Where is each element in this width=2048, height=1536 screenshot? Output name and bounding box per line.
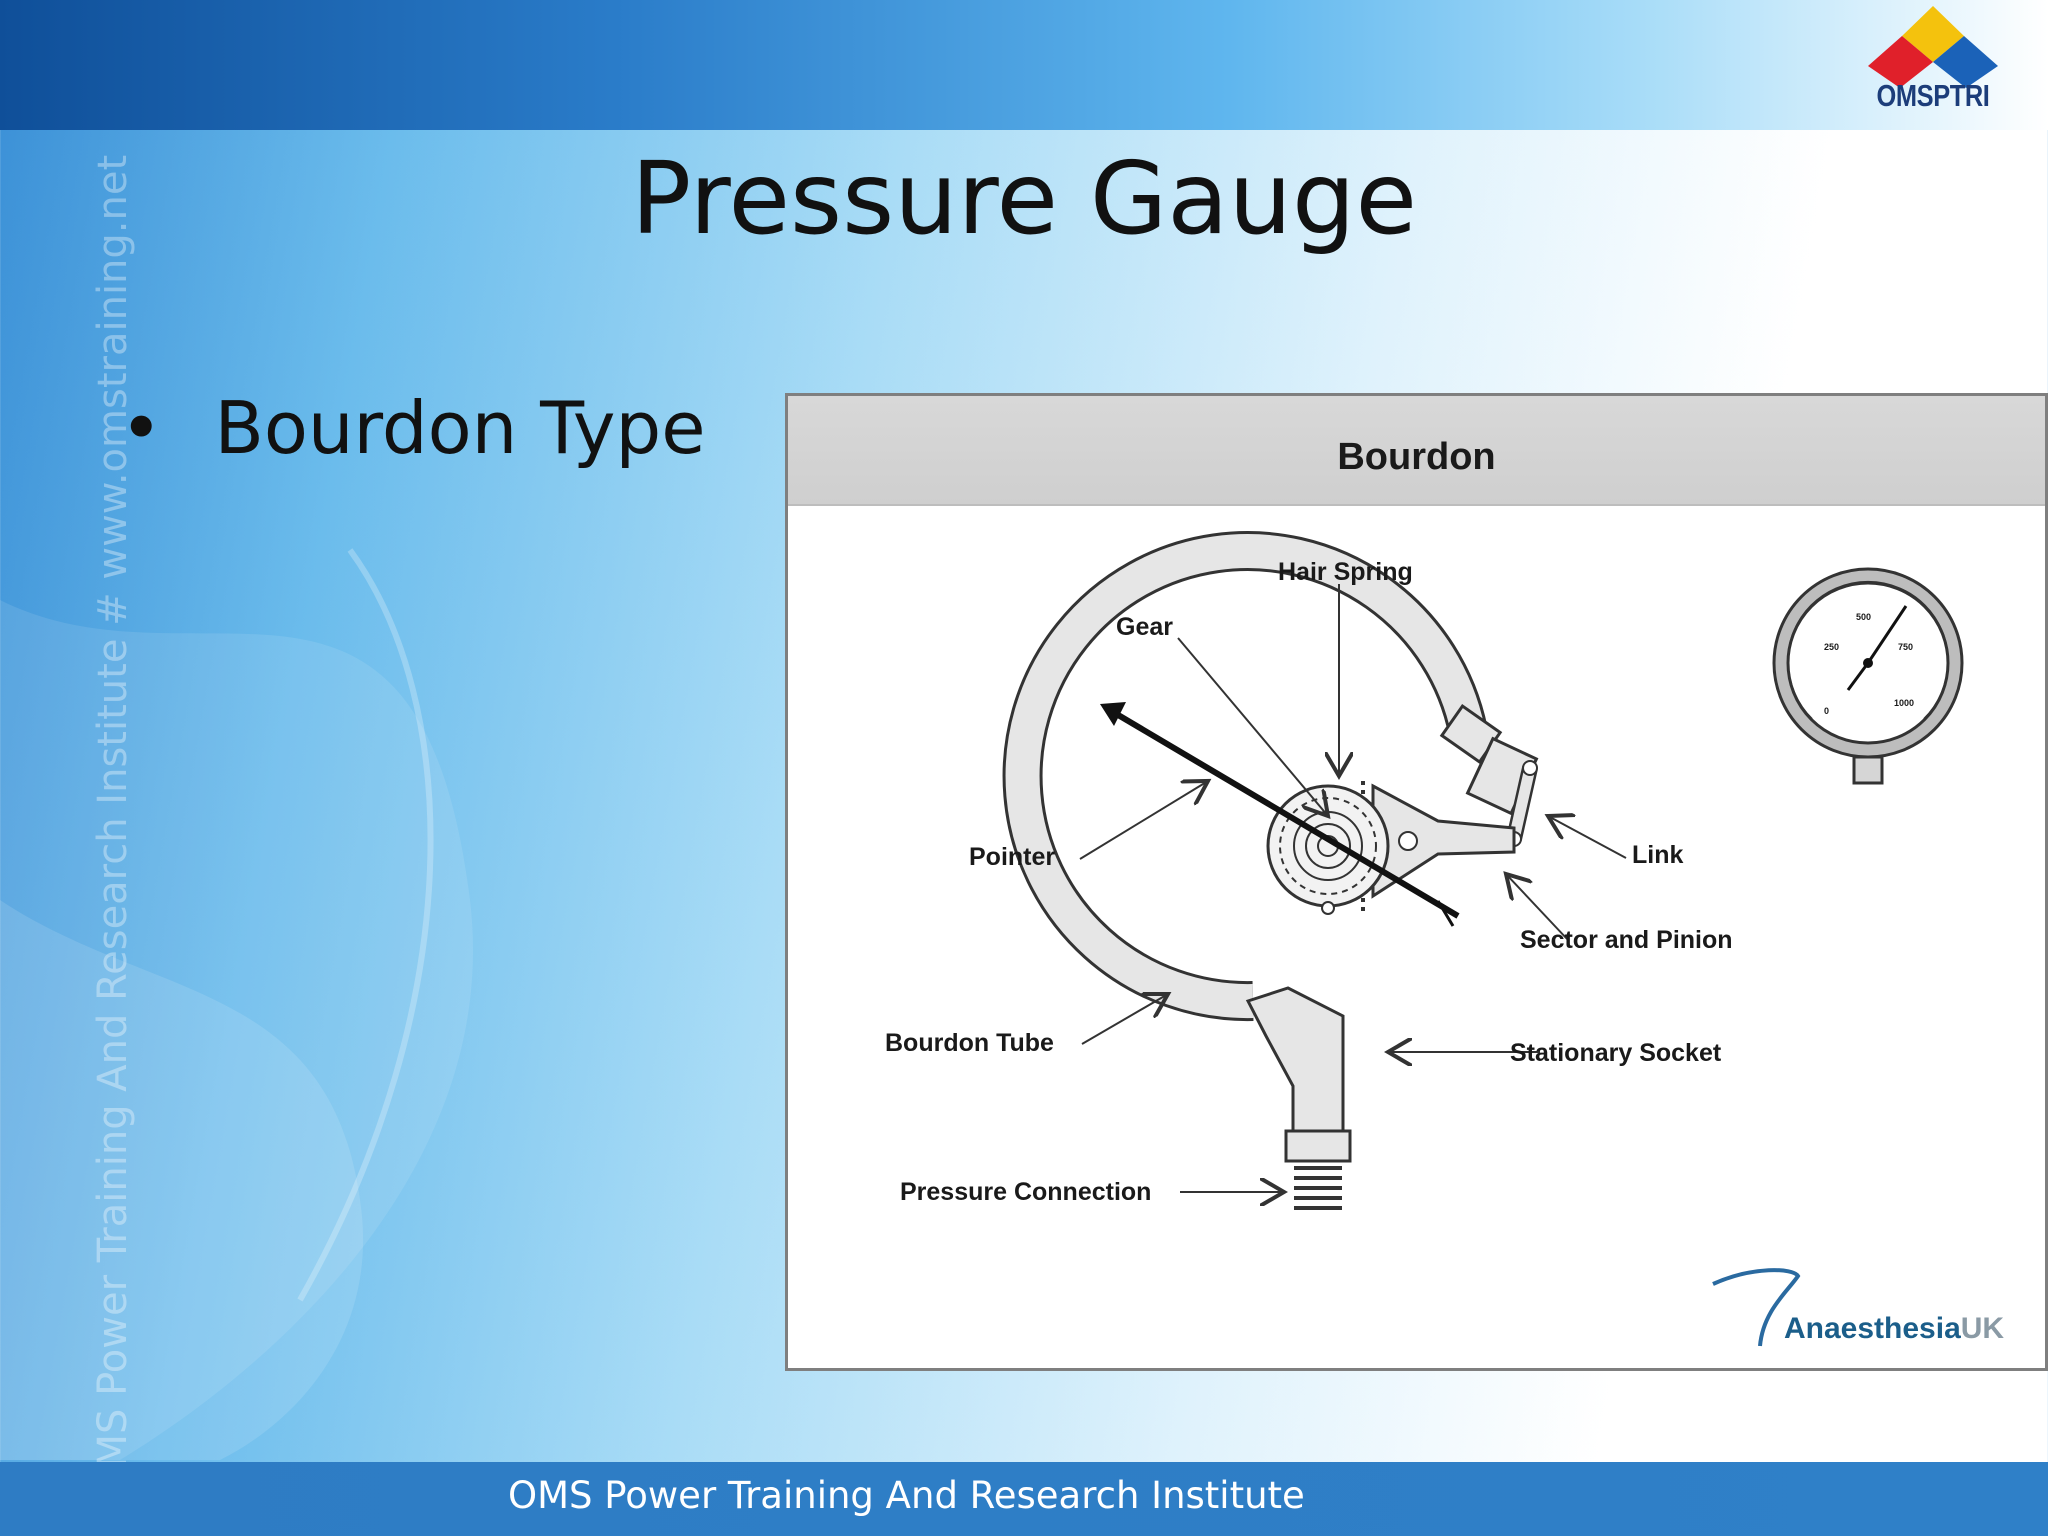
brand-suffix: UK [1960,1312,2005,1345]
dial-tick-1000: 1000 [1894,698,1915,708]
top-banner [0,0,2048,130]
dial-tick-500: 500 [1856,612,1872,622]
dial-tick-0: 0 [1824,706,1830,716]
bourdon-diagram [1002,531,1964,1347]
footer-band [0,1462,2048,1536]
bullet-dot: • [120,386,163,470]
figure-title: Bourdon [1337,436,1496,478]
label-sector-and-pinion: Sector and Pinion [1520,926,1733,954]
label-bourdon-tube: Bourdon Tube [885,1029,1054,1057]
dial-tick-250: 250 [1824,642,1840,652]
bourdon-figure: Bourdon [785,393,2048,1371]
label-hair-spring: Hair Spring [1278,558,1413,586]
brand-main: Anaesthesia [1784,1312,1961,1345]
figure-header [788,396,2045,506]
slide-title: Pressure Gauge [631,140,1417,257]
label-gear: Gear [1116,613,1173,641]
label-pressure-connection: Pressure Connection [900,1178,1152,1206]
anaesthesia-uk-brand: AnaesthesiaUK [1784,1312,2004,1346]
vertical-watermark: OMS Power Training And Research Institut… [90,154,136,1500]
logo-text: OMSPTRI [1876,78,1990,113]
label-pointer: Pointer [969,843,1056,871]
dial-tick-750: 750 [1898,642,1914,652]
footer-text: OMS Power Training And Research Institut… [508,1474,1305,1517]
omsptri-logo [1868,6,1998,88]
label-link: Link [1632,841,1684,869]
label-stationary-socket: Stationary Socket [1510,1039,1722,1067]
bullet-text: Bourdon Type [214,386,706,470]
bullet-item: • Bourdon Type [120,386,706,470]
gauge-icon [1772,567,1964,785]
